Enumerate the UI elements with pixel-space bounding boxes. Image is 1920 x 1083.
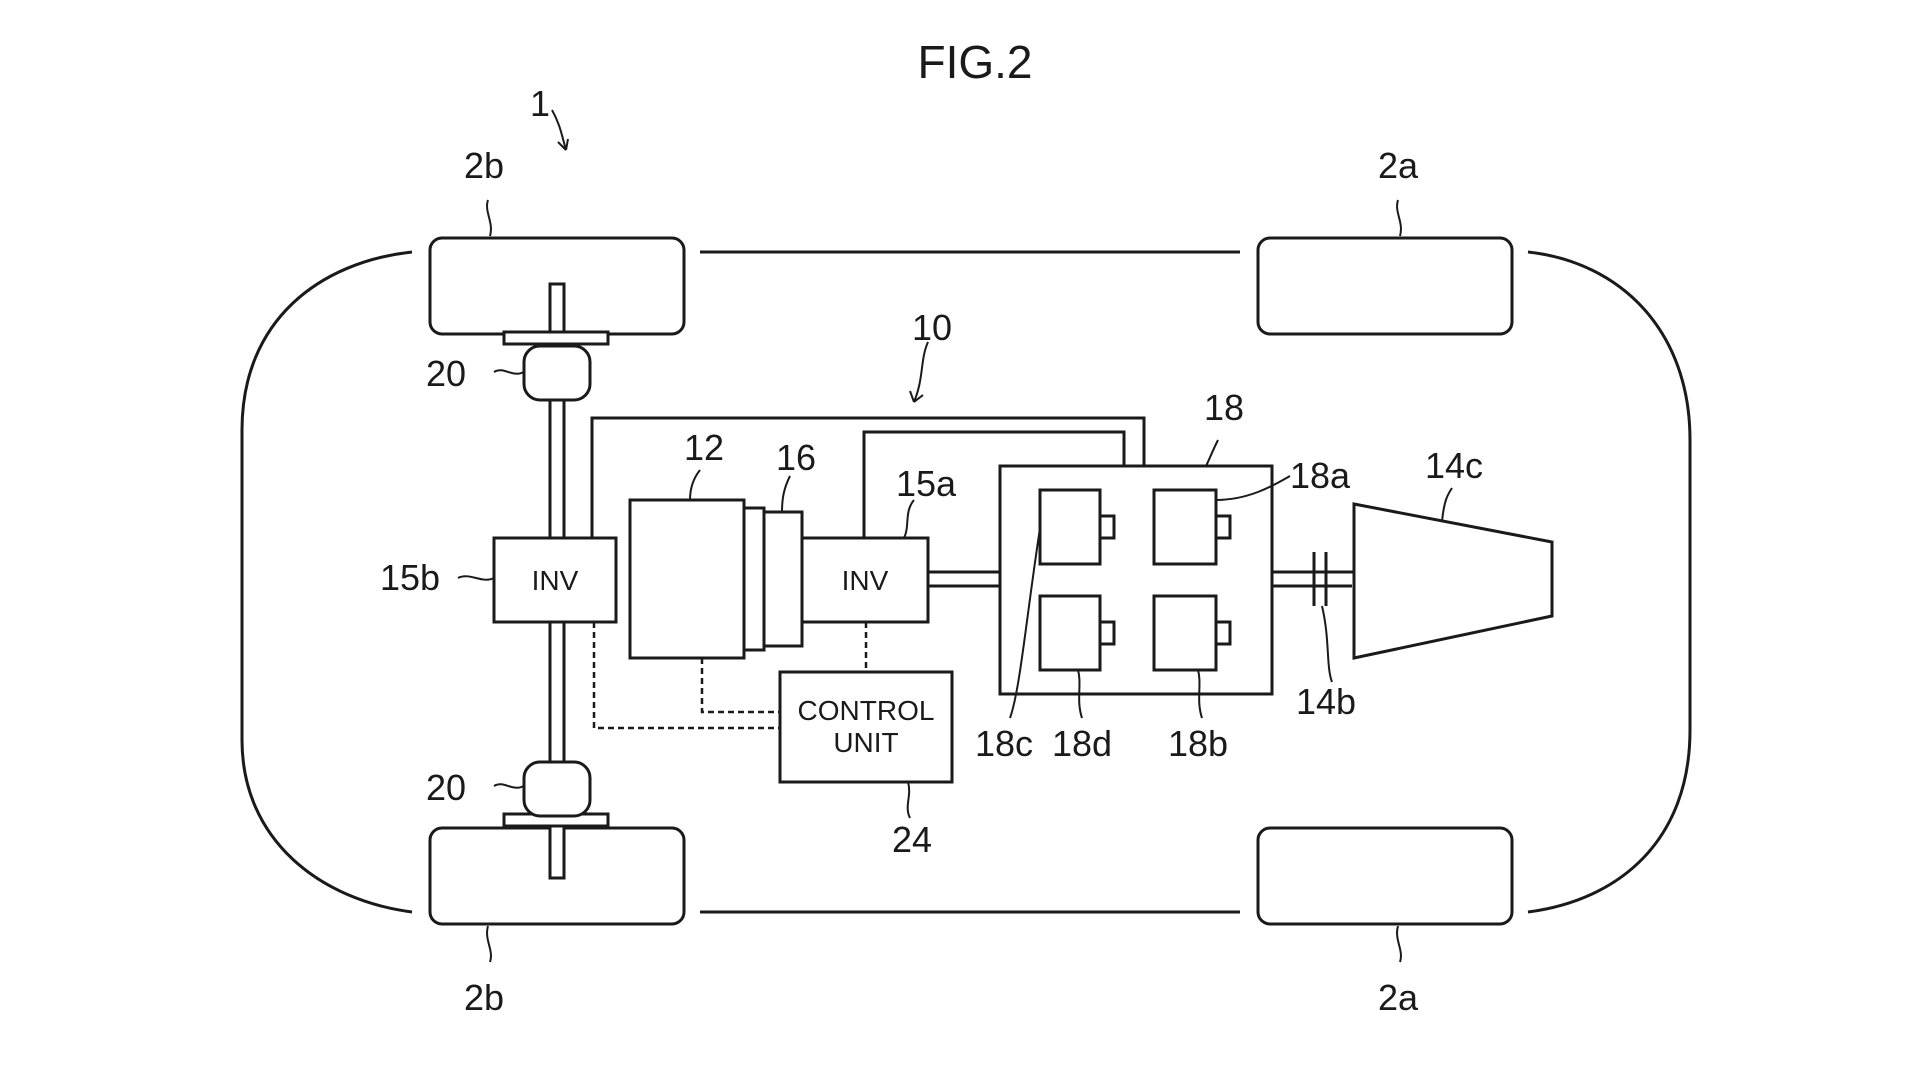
label-cell-a: 18a [1290,455,1351,496]
reducer [762,510,804,648]
label-motor: 12 [684,427,724,468]
label-damper-bottom: 20 [426,767,466,808]
label-wheel-rear-top: 2b [464,145,504,186]
label-cell-b: 18b [1168,723,1228,764]
label-clutch: 14b [1296,681,1356,722]
label-wheel-front-bottom: 2a [1378,977,1419,1018]
cell-a [1152,488,1218,566]
hub-plate-top [502,330,610,346]
label-control-unit: 24 [892,819,932,860]
vehicle-body-outline [240,250,1692,914]
figure-title: FIG.2 [917,36,1032,88]
damper-bottom [522,760,592,818]
cell-d [1038,594,1102,672]
label-wheel-front-top: 2a [1378,145,1419,186]
inverter-rear-label: INV [532,565,579,596]
leader-lines [457,109,1453,963]
label-system: 10 [912,307,952,348]
motor [628,498,746,660]
cell-b [1152,594,1218,672]
hub-bottom [548,820,566,880]
cell-d-terminal [1098,620,1116,646]
cell-b-terminal [1214,620,1232,646]
label-engine: 14c [1425,445,1483,486]
cell-a-terminal [1214,514,1232,540]
inverter-front-label: INV [842,565,889,596]
label-battery-pack: 18 [1204,387,1244,428]
label-inverter-front: 15a [896,463,957,504]
control-unit-line2: UNIT [833,727,898,758]
label-damper-top: 20 [426,353,466,394]
control-unit-line1: CONTROL [798,695,935,726]
cell-c [1038,488,1102,566]
label-wheel-rear-bottom: 2b [464,977,504,1018]
label-reducer: 16 [776,437,816,478]
label-vehicle: 1 [530,83,550,124]
engine [1352,502,1554,660]
power-line-outer [590,416,1146,538]
label-cell-d: 18d [1052,723,1112,764]
motor-flange [742,506,766,652]
wheel-front-top [1256,236,1514,336]
signal-line-inv-rear [592,622,780,730]
cell-c-terminal [1098,514,1116,540]
inverter-rear [492,536,618,624]
wheel-front-bottom [1256,826,1514,926]
label-inverter-rear: 15b [380,557,440,598]
label-cell-c: 18c [975,723,1033,764]
signal-line-motor [700,658,780,714]
damper-top [522,344,592,402]
power-line-inner [862,430,1126,538]
